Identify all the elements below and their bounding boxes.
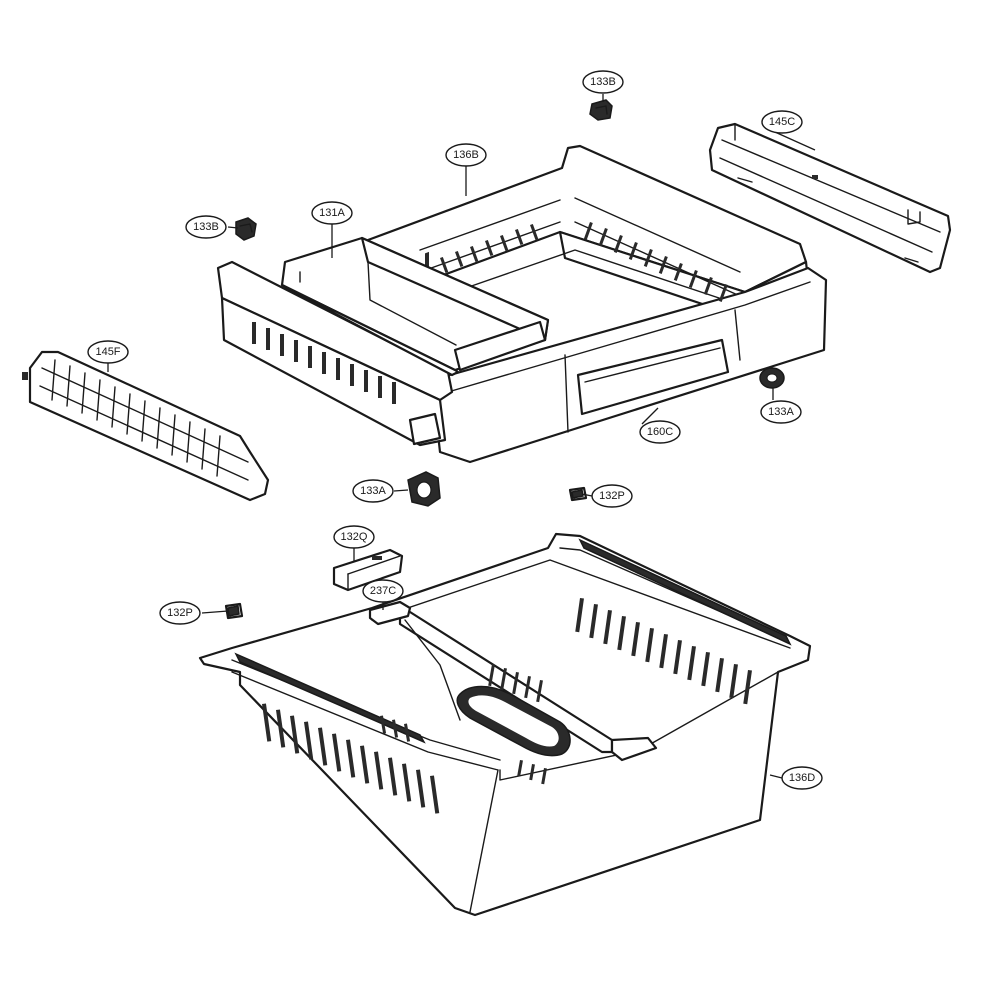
basket-front-vents xyxy=(262,703,440,814)
leader-lines xyxy=(107,94,816,779)
part-wheel-133a-right xyxy=(759,367,785,389)
callout-132q: 132Q xyxy=(333,525,375,549)
callout-label: 133A xyxy=(360,485,386,497)
callout-132p-left: 132P xyxy=(159,601,201,625)
callout-237c: 237C xyxy=(362,579,404,603)
part-handle-160c xyxy=(576,338,730,416)
basket-inner-vents xyxy=(379,664,547,785)
part-clip-133b-top xyxy=(589,99,613,121)
part-rail-145c xyxy=(708,122,952,274)
callout-label: 133A xyxy=(768,406,794,418)
divider-grip-136d xyxy=(456,685,571,757)
part-bracket-132q xyxy=(332,548,404,592)
callout-label: 132P xyxy=(167,607,193,619)
callout-136b: 136B xyxy=(445,143,487,167)
callout-label: 136B xyxy=(453,149,479,161)
part-clip-132p-left xyxy=(224,602,244,620)
part-upper-drawer-136b xyxy=(216,144,828,464)
part-clip-237c xyxy=(368,600,412,626)
callout-label: 133B xyxy=(590,76,616,88)
basket-back-vents xyxy=(575,598,752,705)
callout-136d: 136D xyxy=(781,766,823,790)
part-clip-133b-left xyxy=(235,217,257,241)
callout-132p-right: 132P xyxy=(591,484,633,508)
callout-label: 133B xyxy=(193,221,219,233)
callout-133a-right: 133A xyxy=(760,400,802,424)
drawer-rear-vents xyxy=(440,222,728,302)
callout-133b-left: 133B xyxy=(185,215,227,239)
callout-label: 132P xyxy=(599,490,625,502)
rail-145f-ribs xyxy=(51,359,221,477)
callout-label: 136D xyxy=(789,772,815,784)
part-rail-145f xyxy=(22,350,270,502)
part-inner-bin-131a xyxy=(280,236,550,377)
callout-label: 145C xyxy=(769,116,795,128)
callout-145f: 145F xyxy=(87,340,129,364)
drawer-side-vents xyxy=(252,322,396,404)
part-clip-132p-right xyxy=(568,486,588,502)
callout-label: 160C xyxy=(647,426,673,438)
callout-label: 131A xyxy=(319,207,345,219)
callout-label: 237C xyxy=(370,585,396,597)
callout-160c: 160C xyxy=(639,420,681,444)
callout-145c: 145C xyxy=(761,110,803,134)
part-lower-basket-136d xyxy=(198,532,812,917)
callout-label: 132Q xyxy=(341,531,368,543)
part-wheel-133a-mid xyxy=(407,471,441,507)
callout-133b-top: 133B xyxy=(582,70,624,94)
callout-131a: 131A xyxy=(311,201,353,225)
callout-133a-mid: 133A xyxy=(352,479,394,503)
callout-label: 145F xyxy=(95,346,120,358)
